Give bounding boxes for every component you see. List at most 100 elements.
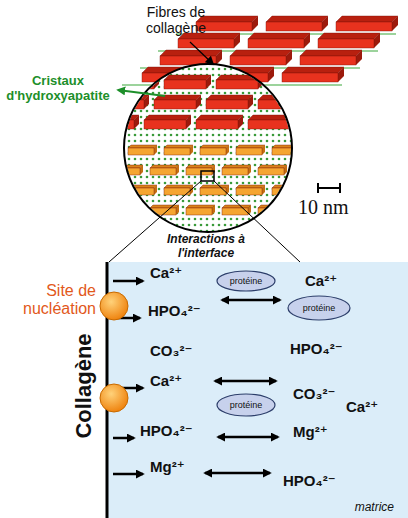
fibre-top <box>164 185 193 188</box>
fibre-top <box>196 115 243 120</box>
fibre-top <box>272 185 301 188</box>
fibre-top <box>206 95 253 100</box>
fibre-side <box>154 145 157 155</box>
fibre-side <box>140 205 143 215</box>
ion-label: HPO₄²⁻ <box>148 302 201 319</box>
fibre-side <box>262 185 265 195</box>
ion-arrows <box>113 281 280 474</box>
fibre-front <box>230 56 286 65</box>
fibre-front <box>154 100 196 109</box>
fibre-top <box>336 16 398 22</box>
fibre-front <box>336 22 392 31</box>
protein-label: protéine <box>216 393 276 417</box>
fibre-side <box>234 33 240 48</box>
protein-ellipse: protéine <box>216 270 276 292</box>
fibre-front <box>318 39 374 48</box>
fibre-side <box>216 50 222 65</box>
ion-label: Mg²⁺ <box>150 458 185 475</box>
fibre-top <box>150 205 179 208</box>
protein-label: protéine <box>287 295 351 321</box>
fibre-side <box>252 16 258 31</box>
protein-outline <box>288 296 350 320</box>
fibre-side <box>212 205 215 215</box>
protein-ellipse: protéine <box>216 393 276 417</box>
fibre-top <box>178 33 240 39</box>
fibre-side <box>298 185 301 195</box>
fibre-front <box>266 22 322 31</box>
fibre-front <box>200 148 226 155</box>
fibre-front <box>178 39 234 48</box>
lens-ground <box>124 64 292 232</box>
zoom-caption: Interactions à l'interface <box>156 233 256 261</box>
fibre-side <box>248 165 251 175</box>
fibre-side <box>248 95 253 109</box>
fibre-front <box>128 148 154 155</box>
ion-label: Ca²⁺ <box>305 272 337 289</box>
fibre-side <box>196 95 201 109</box>
fibre-front <box>144 120 186 129</box>
fibre-top <box>164 145 193 148</box>
fibre-side <box>238 115 243 129</box>
region-label: matrice <box>355 500 394 514</box>
fibre-side <box>300 95 305 109</box>
ion-label: CO₃²⁻ <box>150 342 192 359</box>
fibre-top <box>258 95 305 100</box>
scale-text: 10 nm <box>298 196 349 219</box>
ion-label: Ca²⁺ <box>150 372 182 389</box>
fibre-top <box>300 50 362 56</box>
fibre-side <box>262 145 265 155</box>
fibre-top <box>222 165 251 168</box>
nucleation-site <box>100 292 128 320</box>
ion-label: Mg²⁺ <box>293 423 328 440</box>
fibre-side <box>338 67 344 82</box>
hydroxyapatite-dots <box>124 64 292 232</box>
fibre-side <box>304 33 310 48</box>
fibre-top <box>248 33 310 39</box>
ion-label: Ca²⁺ <box>346 398 378 415</box>
protein-outline <box>217 394 275 416</box>
fibre-side <box>284 165 287 175</box>
fibre-top <box>92 115 139 120</box>
fibre-side <box>284 205 287 215</box>
fibre-top <box>282 67 344 73</box>
part-name: Collagène <box>71 333 96 438</box>
fibre-top <box>258 205 287 208</box>
ion-label: Ca²⁺ <box>150 264 182 281</box>
part-name: Fibres de collagène <box>128 4 224 36</box>
protein-outline <box>217 271 275 291</box>
fibre-front <box>164 80 206 89</box>
fibre-front <box>282 73 338 82</box>
fibre-side <box>134 115 139 129</box>
ion-label: HPO₄²⁻ <box>140 422 193 439</box>
fibre-top <box>318 33 380 39</box>
fibre-front <box>112 80 154 89</box>
fibre-side <box>356 50 362 65</box>
fibre-top <box>236 185 265 188</box>
fibre-front <box>236 148 262 155</box>
fibre-front <box>196 120 238 129</box>
ion-label: HPO₄²⁻ <box>290 340 343 357</box>
fibre-side <box>190 145 193 155</box>
fibre-side <box>226 145 229 155</box>
nucleation-site <box>100 384 128 412</box>
fibre-front <box>248 39 304 48</box>
fibre-top <box>114 205 143 208</box>
fibre-top <box>236 145 265 148</box>
fibre-front <box>258 168 284 175</box>
matrix-ground <box>108 262 408 518</box>
fibre-top <box>258 165 287 168</box>
fibre-top <box>186 165 215 168</box>
fibre-top <box>230 50 292 56</box>
fibre-side <box>290 115 295 129</box>
fibre-side <box>374 33 380 48</box>
fibre-front <box>150 168 176 175</box>
fibre-top <box>196 16 258 22</box>
fibre-top <box>222 205 251 208</box>
fibre-section <box>92 75 315 215</box>
zoom-line <box>214 181 300 262</box>
protein-label: protéine <box>216 270 276 292</box>
fibre-top <box>114 165 143 168</box>
